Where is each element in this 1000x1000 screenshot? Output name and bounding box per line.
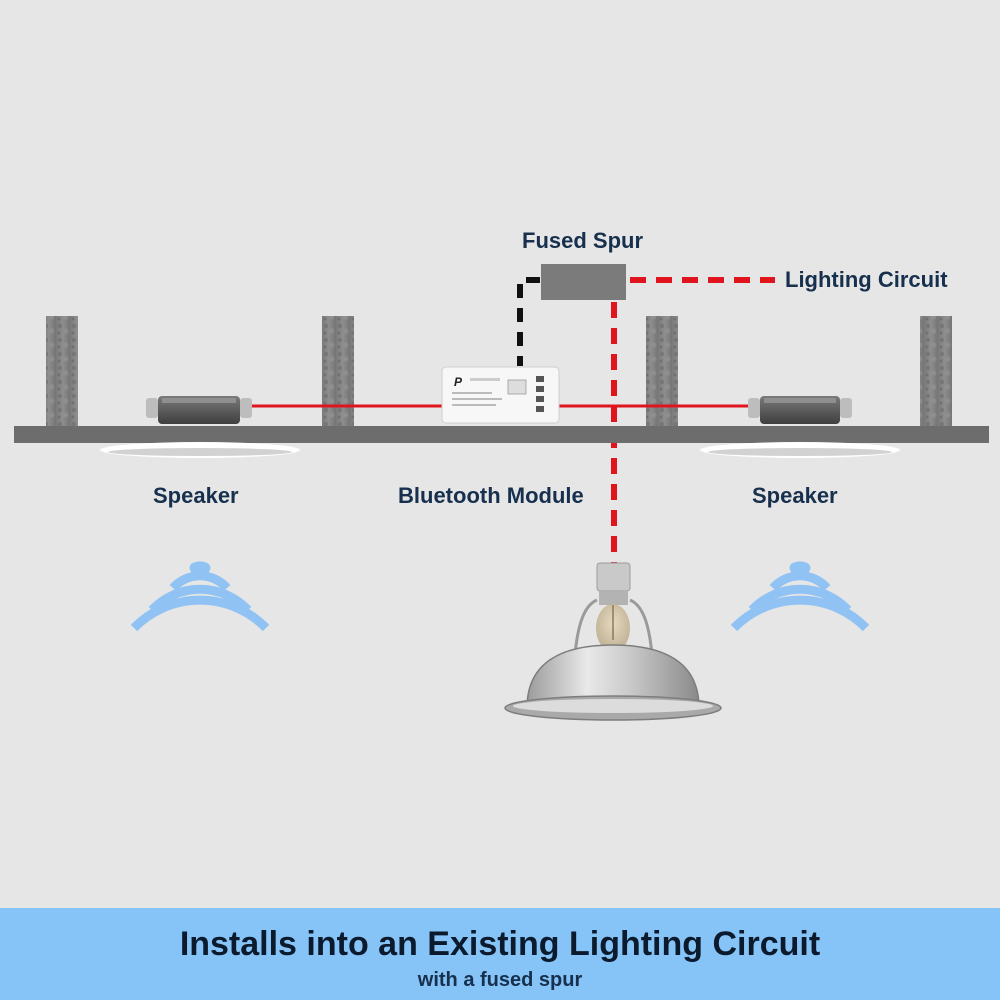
bluetooth-module-label: Bluetooth Module — [398, 483, 584, 508]
footer-title: Installs into an Existing Lighting Circu… — [179, 925, 821, 963]
joist-post — [46, 316, 78, 428]
bluetooth-module-icon: P — [441, 366, 560, 424]
lighting-circuit-label: Lighting Circuit — [785, 267, 948, 292]
speaker-right-label: Speaker — [752, 483, 838, 508]
svg-text:P: P — [454, 375, 463, 389]
sound-waves-icon — [130, 561, 270, 632]
fused-spur-box — [541, 264, 626, 300]
ceiling-speaker-icon — [700, 396, 900, 458]
sound-waves-icon — [730, 561, 870, 632]
pendant-lamp-icon — [504, 562, 722, 721]
joist-post — [322, 316, 354, 428]
joist-post — [920, 316, 952, 428]
ceiling-board — [14, 426, 989, 443]
joist-post — [646, 316, 678, 428]
footer-banner: Installs into an Existing Lighting Circu… — [0, 908, 1000, 1000]
ceiling-speaker-icon — [100, 396, 300, 458]
speaker-left-label: Speaker — [153, 483, 239, 508]
fused-spur-label: Fused Spur — [522, 228, 644, 253]
low-voltage-wire — [517, 277, 540, 366]
footer-subtitle: with a fused spur — [417, 969, 583, 991]
